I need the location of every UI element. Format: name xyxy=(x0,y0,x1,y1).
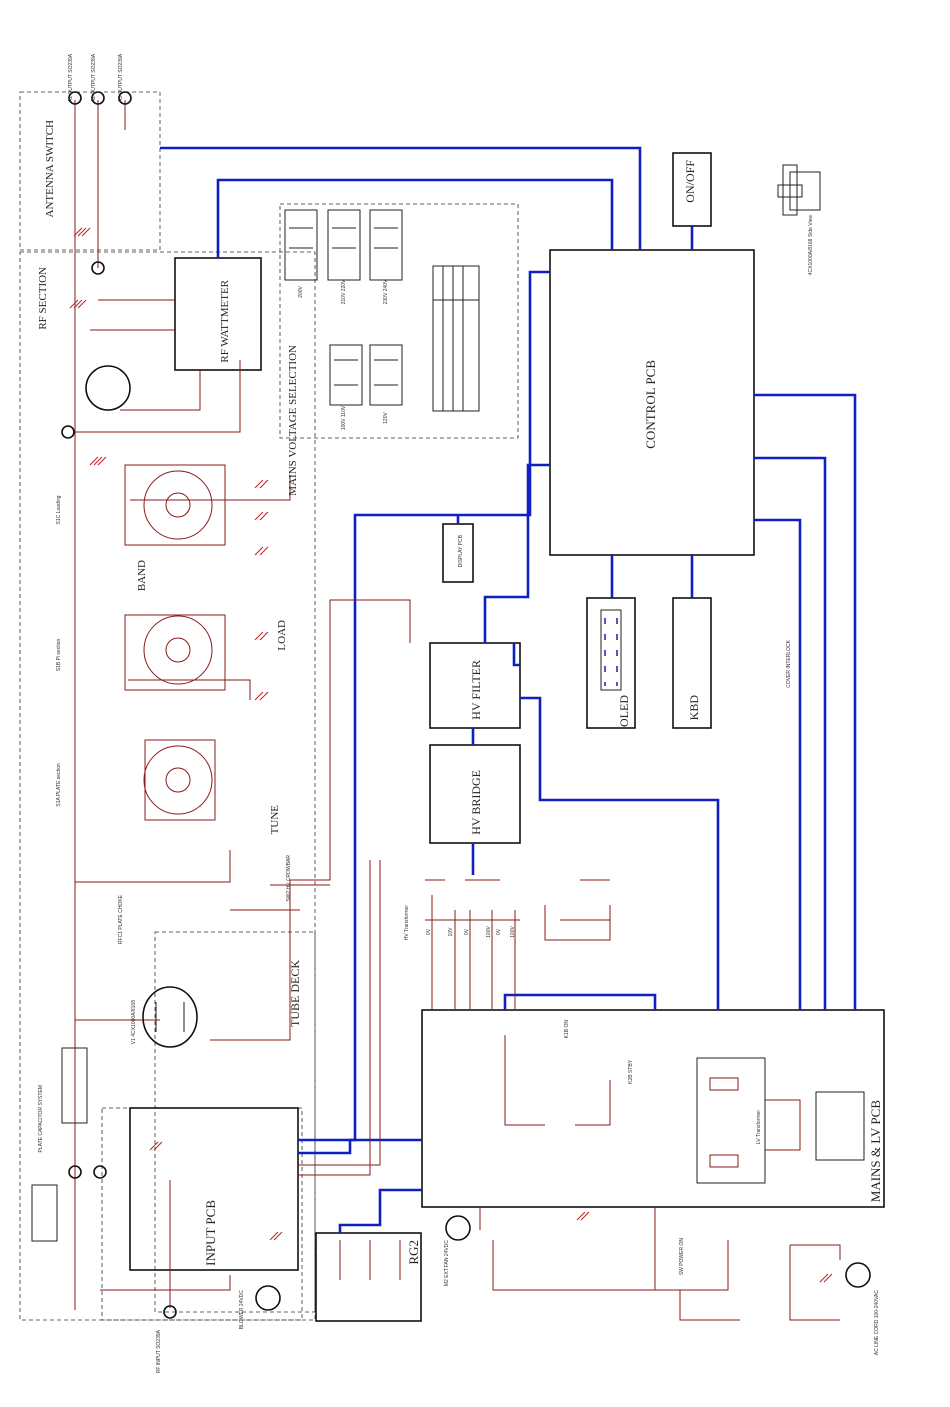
mains-voltage-label: MAINS VOLTAGE SELECTION xyxy=(287,345,299,496)
hv-transformer-label: HV Transformer xyxy=(404,905,410,941)
rf-connector xyxy=(91,261,105,275)
antenna-switch-frame xyxy=(19,91,161,251)
rfc-plate-label: RFC1 PLATE CHOKE xyxy=(118,894,124,944)
ac-line-label: AC LINE CORD 100-240VAC xyxy=(874,1290,880,1356)
band-switch-s1b xyxy=(143,615,213,685)
sense-connector xyxy=(61,425,75,439)
hv-tap-4: 100V xyxy=(486,926,492,938)
hv-tap-1: 0V xyxy=(426,928,432,935)
tap-200v: 200V xyxy=(298,286,304,298)
output-a1-label: A1 OUTPUT SO239A xyxy=(68,53,74,102)
voltage-selector-diagrams xyxy=(284,209,480,412)
hv-filter-label: HV FILTER xyxy=(469,660,483,720)
lv-supply-box xyxy=(815,1091,865,1161)
antenna-relay xyxy=(85,365,131,411)
band-switch-s1c xyxy=(143,470,213,540)
tube-label: V1 4CX1000A/8168 xyxy=(131,1000,137,1044)
mains-voltage-frame xyxy=(279,203,519,439)
rf-wiring xyxy=(74,100,841,1321)
hv-bridge-box xyxy=(429,744,521,844)
ac-inlet xyxy=(845,1262,871,1288)
ptc-box xyxy=(31,1184,58,1242)
control-pcb-label: CONTROL PCB xyxy=(643,360,658,449)
lv-transformer-label: LV Transformer xyxy=(756,1110,762,1144)
bnc-connector-2 xyxy=(93,1165,107,1179)
kbd-label: KBD xyxy=(687,695,701,721)
tube-top-label: 4CX1000A/8168 Side View xyxy=(808,215,814,276)
tap-210-220v: 210V 220V xyxy=(341,279,347,304)
input-pcb-label: INPUT PCB xyxy=(203,1200,218,1266)
blower-motor xyxy=(255,1285,281,1311)
oled-label: OLED xyxy=(617,695,631,727)
output-connectors xyxy=(68,91,132,105)
tube-side-view xyxy=(777,164,821,216)
rf-input-connector xyxy=(163,1305,177,1319)
ground-symbols xyxy=(69,227,833,1283)
ext-fan-motor xyxy=(445,1215,471,1241)
s1c-label: S1C Loading xyxy=(56,495,62,524)
tap-120v: 120V xyxy=(383,412,389,424)
crowbar-label: SW2 HV CROWBAR xyxy=(286,855,292,902)
tap-100-110v: 100V 110V xyxy=(341,405,347,430)
blower-label: BLOWER 24VDC xyxy=(239,1290,245,1330)
output-a2-label: A2 OUTPUT SO239A xyxy=(91,53,97,102)
hv-bridge-label: HV BRIDGE xyxy=(469,770,483,835)
mains-lv-pcb-label: MAINS & LV PCB xyxy=(868,1100,883,1203)
rf-wattmeter-box xyxy=(174,257,262,371)
ext-fan-label: M2 EXT.FAN 24VDC xyxy=(444,1240,450,1287)
display-pcb-label: DISPLAY PCB xyxy=(458,534,464,567)
rf-section-frame xyxy=(19,251,316,1321)
cover-interlock-label: COVER INTERLOCK xyxy=(786,639,792,687)
control-pcb-box xyxy=(549,249,755,556)
output-a3-label: A3 OUTPUT SO239A xyxy=(118,53,124,102)
plate-caps-label: PLATE CAPACITOR SYSTEM xyxy=(38,1085,44,1153)
tap-230-240v: 230V 240V xyxy=(383,279,389,304)
hv-filter-box xyxy=(429,642,521,729)
tube-v1 xyxy=(142,986,198,1048)
band-switch-s1a xyxy=(143,745,213,815)
tube-deck-frame xyxy=(154,931,316,1313)
lv-transformer-box xyxy=(696,1057,766,1184)
load-label: LOAD xyxy=(276,620,288,651)
control-wiring xyxy=(160,146,857,1233)
input-pcb-box xyxy=(129,1107,299,1271)
coil-boxes xyxy=(124,464,226,821)
rg2-label: RG2 xyxy=(406,1240,421,1265)
hv-tap-6: 100V xyxy=(510,926,516,938)
oled-pins xyxy=(604,618,618,686)
hv-tap-2: 10V xyxy=(448,927,454,937)
rg2-box xyxy=(315,1232,422,1322)
tube-deck-label: TUBE DECK xyxy=(288,960,302,1027)
on-off-label: ON/OFF xyxy=(683,160,697,203)
antenna-switch-label: ANTENNA SWITCH xyxy=(44,120,56,218)
hv-tap-3: 0V xyxy=(464,928,470,935)
relay-on-label: K1B ON xyxy=(564,1020,570,1039)
mains-lv-pcb-box xyxy=(421,1009,885,1208)
power-on-label: SW POWER ON xyxy=(679,1238,685,1276)
rf-wattmeter-label: RF WATTMETER xyxy=(219,279,231,362)
s1b-label: S1B Pi section xyxy=(56,639,62,672)
oled-connector xyxy=(600,609,622,691)
rf-section-label: RF SECTION xyxy=(37,267,49,330)
tune-label: TUNE xyxy=(269,805,281,835)
hv-transformer-windings xyxy=(425,879,610,921)
band-label: BAND xyxy=(136,560,148,591)
hv-tap-5: 0V xyxy=(496,928,502,935)
plate-capacitor-box xyxy=(61,1047,88,1124)
s1a-label: S1A PLATE section xyxy=(56,763,62,806)
bnc-connector-1 xyxy=(68,1165,82,1179)
relay-stby-label: K2B STBY xyxy=(628,1059,634,1084)
input-frame xyxy=(101,1107,303,1321)
lv-transformer-internals xyxy=(709,1077,801,1168)
rf-input-label: RF INPUT SO239A xyxy=(156,1329,162,1373)
